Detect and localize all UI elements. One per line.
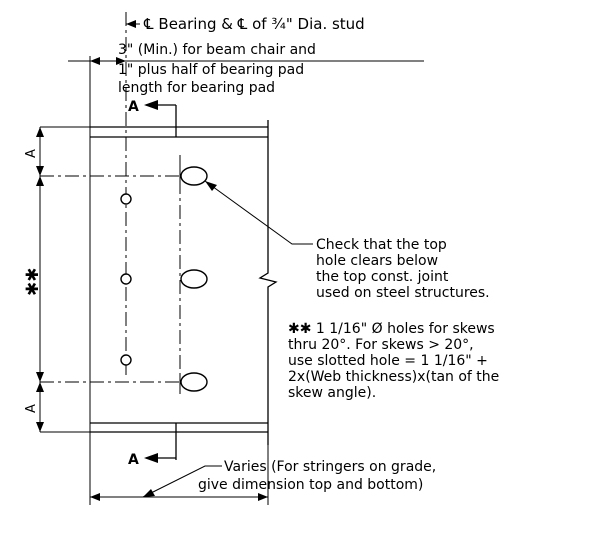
dim-mid-label: ✱✱ [23,268,43,297]
min-dimension-arrow-left [90,57,100,65]
bearing-holes [120,166,208,392]
slotted-hole-top [180,166,208,186]
section-cut-top: A [128,99,177,137]
varies-note-line-2: give dimension top and bottom) [198,477,423,493]
dim-a-bottom-label: A [24,404,39,413]
check-note-arrowhead [205,181,217,191]
section-cut-bottom-arrowhead [144,453,158,463]
varies-note-line-1: Varies (For stringers on grade, [224,459,436,475]
min-dimension-note: 3" (Min.) for beam chair and 1" plus hal… [68,42,424,96]
section-cut-top-arrowhead [144,100,158,110]
hole-note-line-5: skew angle). [288,385,376,401]
width-arrow-left [90,493,100,501]
dim-a-top-label: A [24,149,39,158]
dim-a-bottom-arrow-up [36,382,44,392]
hole-size-note: ✱✱ 1 1/16" Ø holes for skews thru 20°. F… [288,321,499,401]
dim-a-top-arrow-down [36,166,44,176]
dim-mid-arrow-up [36,176,44,186]
vertical-dimension-chain: A A ✱✱ [23,127,44,432]
slotted-hole-bottom [180,372,208,392]
bearing-note-arrowhead [126,20,136,28]
bearing-note-text: ℄ Bearing & ℄ of ¾" Dia. stud [143,15,365,33]
width-arrow-right [258,493,268,501]
stringer-web [40,120,278,445]
min-note-line-1: 3" (Min.) for beam chair and [118,42,316,58]
check-note-leader [204,180,313,245]
stud-hole-middle [120,273,132,285]
varies-note-arrowhead [143,489,155,497]
section-cut-bottom: A [128,423,177,468]
dim-a-top-arrow-up [36,127,44,137]
section-label-top: A [128,99,139,115]
varies-note-leader [142,465,222,498]
min-note-line-3: length for bearing pad [118,80,275,96]
min-note-line-2: 1" plus half of bearing pad [118,62,304,78]
check-note-line-3: the top const. joint [316,269,449,285]
hole-note-line-4: 2x(Web thickness)x(tan of the [288,369,499,385]
min-dimension-arrow-right [116,57,126,65]
check-note-line-2: hole clears below [316,253,438,269]
section-label-bottom: A [128,452,139,468]
hole-note-line-3: use slotted hole = 1 1/16" + [288,353,488,369]
hole-note-line-2: thru 20°. For skews > 20°, [288,337,474,353]
stud-hole-upper [120,193,132,205]
check-note: Check that the top hole clears below the… [204,180,490,301]
hole-note-line-1: ✱✱ 1 1/16" Ø holes for skews [288,321,495,337]
check-note-line-4: used on steel structures. [316,285,490,301]
dim-a-bottom-arrow-down [36,422,44,432]
stud-hole-lower [120,354,132,366]
dim-mid-arrow-down [36,372,44,382]
width-dimension: Varies (For stringers on grade, give dim… [90,445,436,505]
check-note-line-1: Check that the top [316,237,447,253]
slotted-hole-middle [180,269,208,289]
bearing-note: ℄ Bearing & ℄ of ¾" Dia. stud [126,15,365,33]
break-line [258,120,278,445]
